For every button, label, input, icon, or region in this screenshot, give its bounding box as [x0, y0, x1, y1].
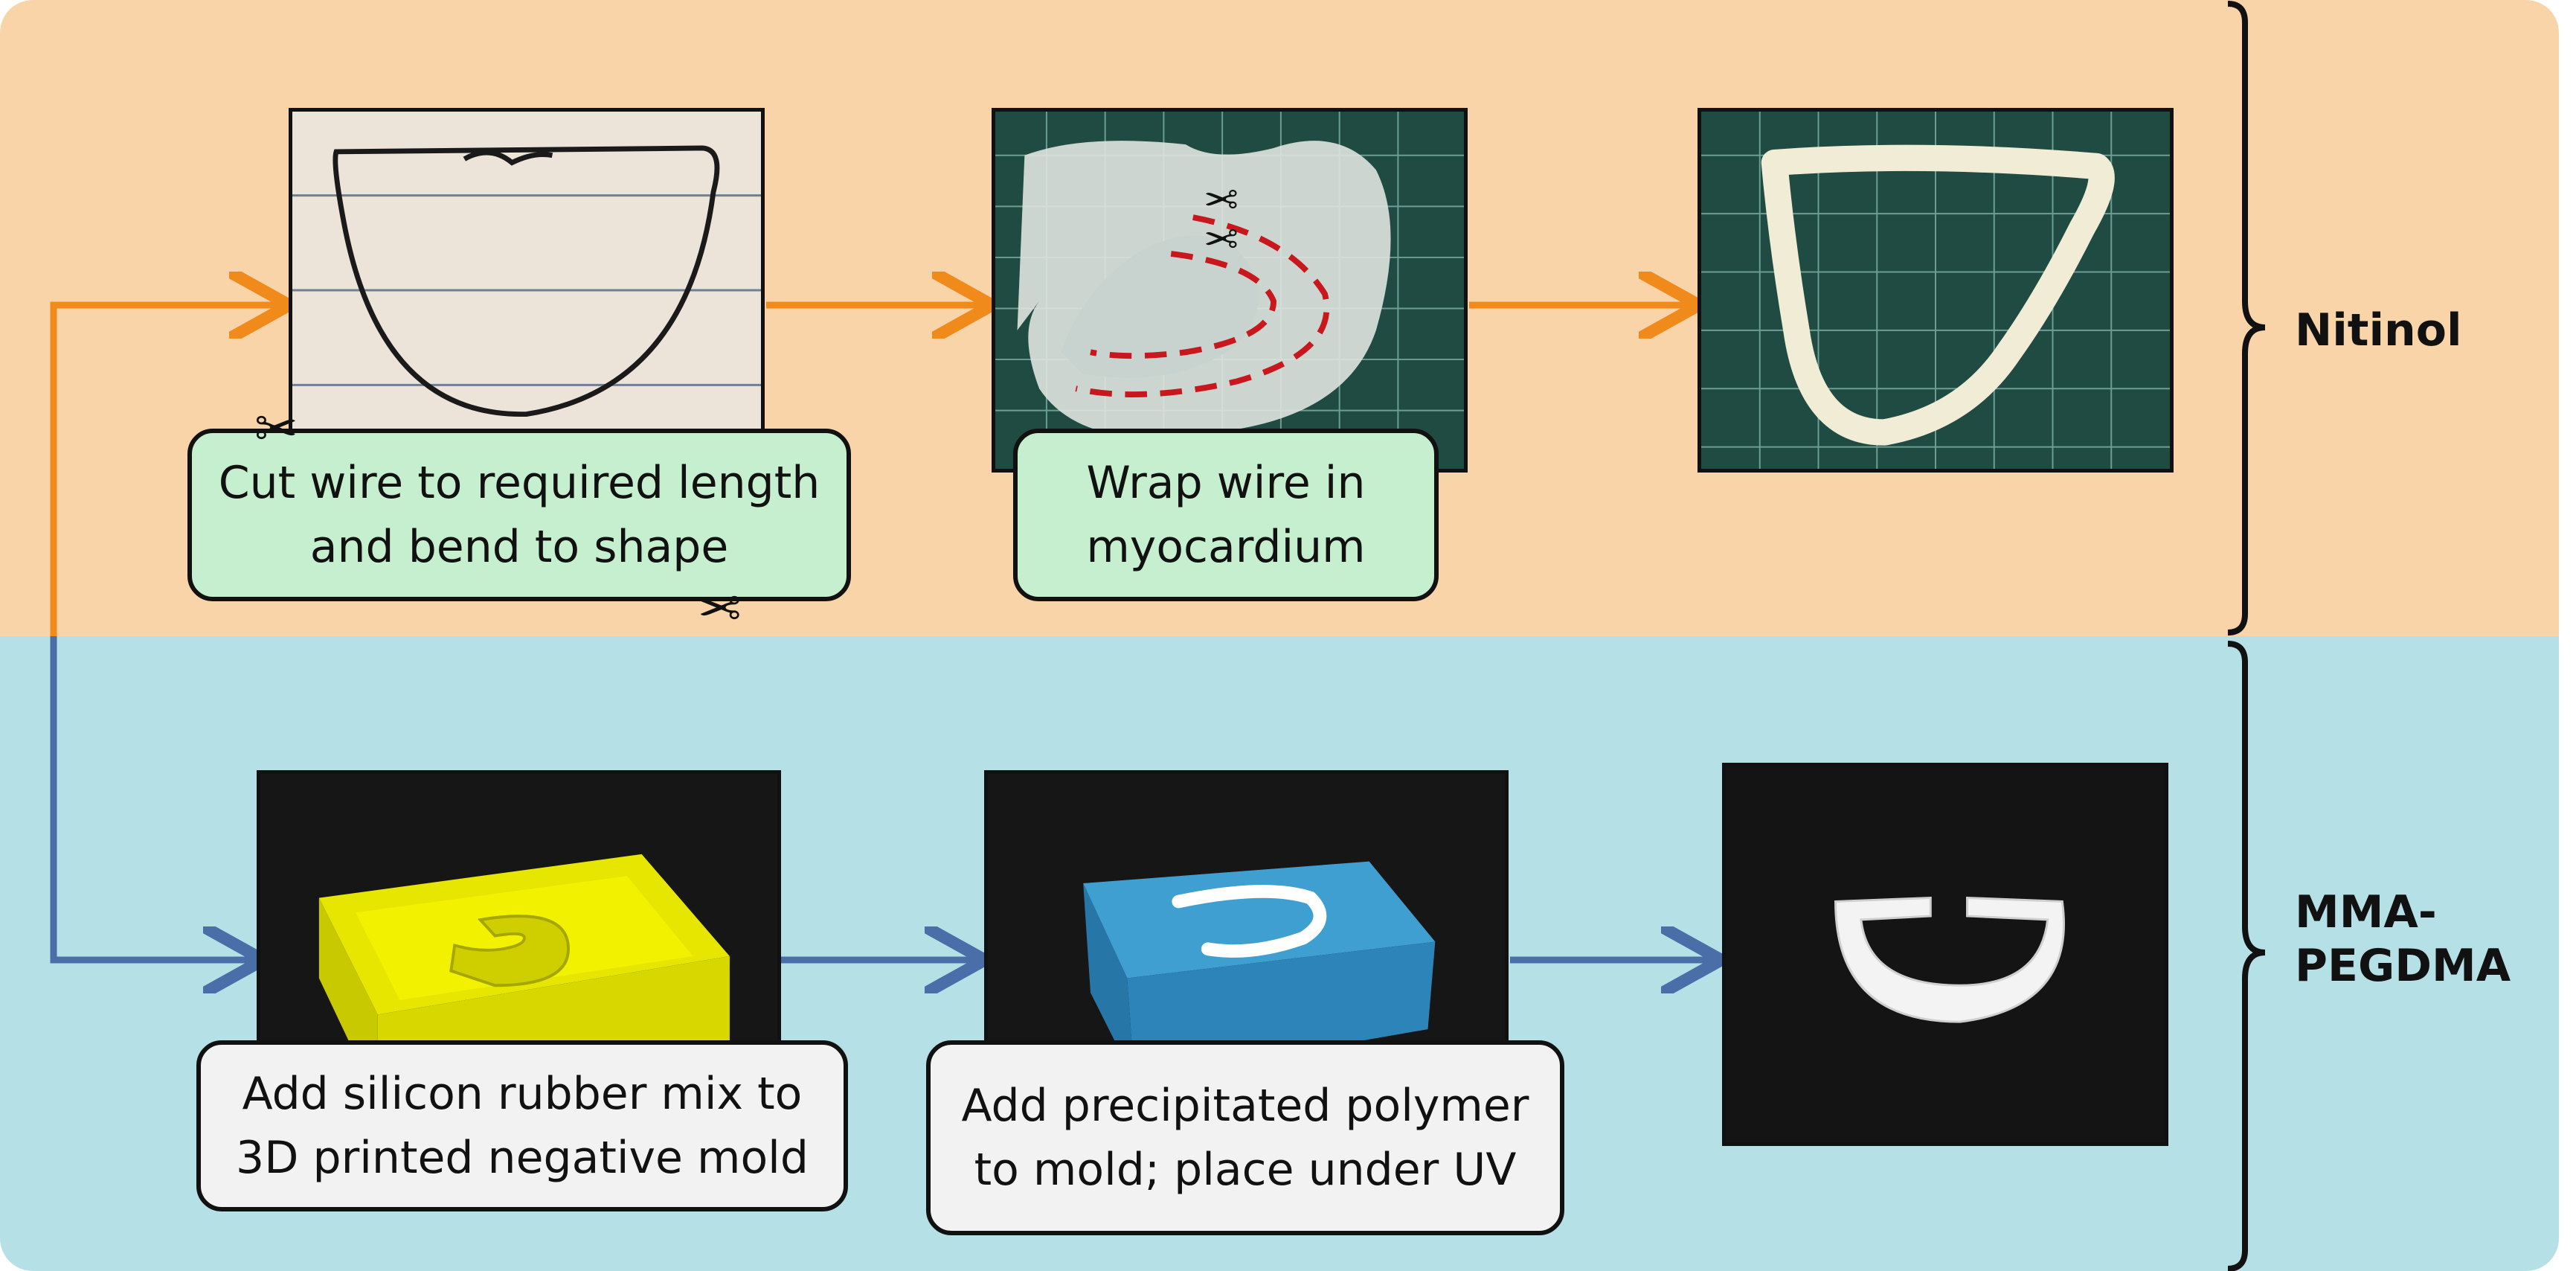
scissors-icon: ✂ — [698, 578, 742, 639]
scissors-icon: ✂ — [254, 398, 298, 459]
step-silicon-mold-text: Add silicon rubber mix to 3D printed neg… — [236, 1068, 809, 1184]
nitinol-brace-icon — [2227, 1, 2266, 636]
step-wrap-wire-text: Wrap wire in myocardium — [1086, 457, 1366, 573]
step-cut-wire: Cut wire to required length and bend to … — [187, 429, 851, 601]
label-nitinol: Nitinol — [2295, 304, 2462, 356]
nitinol-branch-line — [50, 305, 283, 636]
nitinol-photo-wrapped-wire — [992, 108, 1468, 473]
nitinol-photo-final — [1697, 108, 2174, 473]
mma-brace-icon — [2227, 641, 2266, 1271]
scissors-icon: ✂ — [1204, 216, 1239, 264]
step-precipitated-polymer-text: Add precipitated polymer to mold; place … — [961, 1080, 1529, 1196]
step-precipitated-polymer: Add precipitated polymer to mold; place … — [926, 1040, 1564, 1235]
step-silicon-mold: Add silicon rubber mix to 3D printed neg… — [196, 1040, 848, 1211]
label-mma-pegdma: MMA- PEGDMA — [2295, 886, 2511, 992]
mma-photo-final — [1722, 763, 2168, 1146]
step-wrap-wire: Wrap wire in myocardium — [1013, 429, 1439, 601]
step-cut-wire-text: Cut wire to required length and bend to … — [218, 457, 820, 573]
mma-branch-line — [50, 636, 257, 960]
nitinol-photo-bent-wire — [289, 108, 765, 473]
